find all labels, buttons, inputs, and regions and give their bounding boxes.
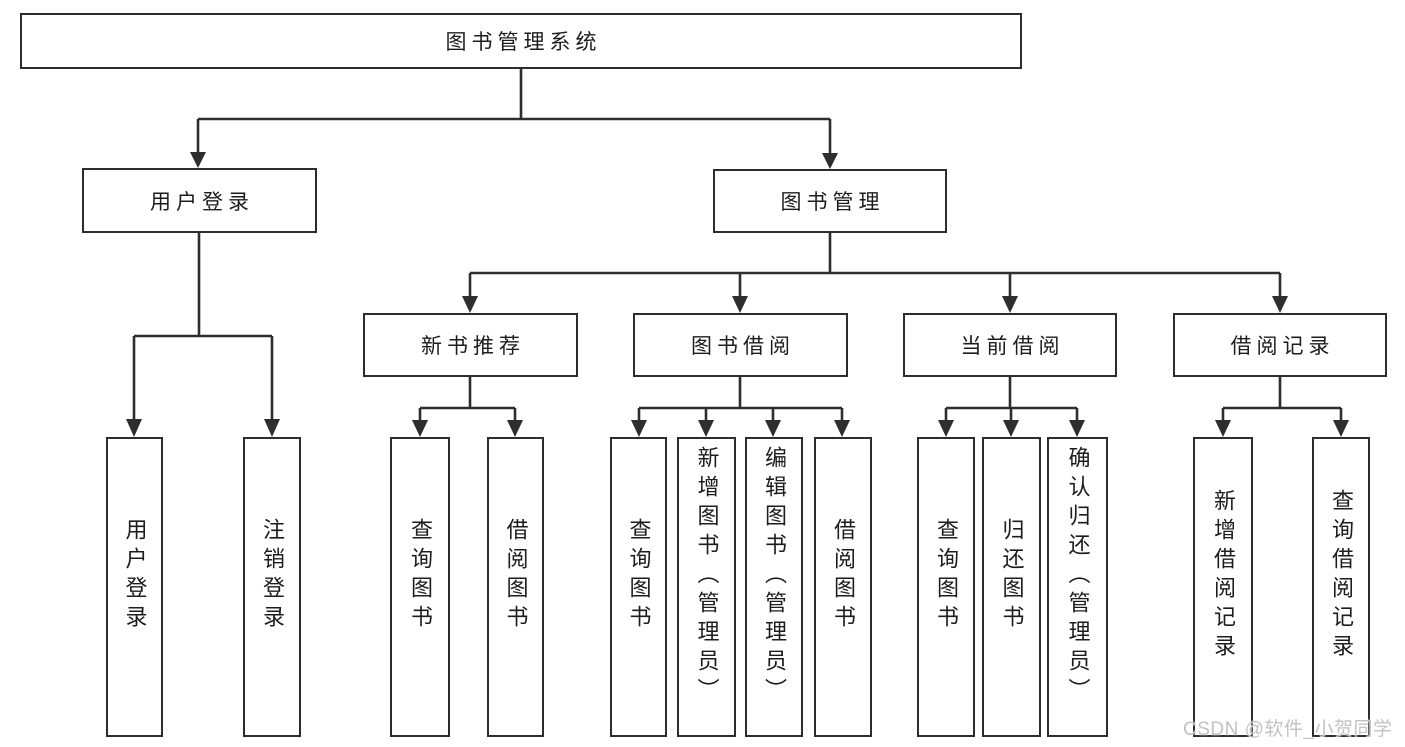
leaf-cur-query-book-label: 查询图书: [934, 518, 959, 634]
leaf-rec-borrow-book: 借阅图书: [487, 437, 544, 737]
leaf-cur-return-book: 归还图书: [982, 437, 1041, 737]
node-new-book-rec: 新书推荐: [363, 313, 578, 377]
leaf-rcd-add-record: 新增借阅记录: [1193, 437, 1253, 737]
leaf-bor-edit-book-label: 编辑图书（管理员）: [762, 445, 787, 707]
node-book-mgmt-label: 图书管理: [780, 191, 885, 214]
leaf-cur-return-book-label: 归还图书: [999, 518, 1025, 634]
leaf-cur-confirm-return-label: 确认归还（管理员）: [1065, 445, 1091, 707]
leaf-bor-edit-book: 编辑图书（管理员）: [745, 437, 803, 737]
node-book-borrow-label: 图书借阅: [691, 335, 795, 358]
leaf-rec-borrow-book-label: 借阅图书: [503, 518, 529, 634]
node-current-borrow: 当前借阅: [903, 313, 1117, 377]
node-new-book-rec-label: 新书推荐: [421, 335, 525, 358]
node-book-borrow: 图书借阅: [633, 313, 848, 377]
leaf-rcd-query-record: 查询借阅记录: [1312, 437, 1370, 737]
leaf-rcd-query-record-label: 查询借阅记录: [1329, 489, 1354, 663]
leaf-rec-query-book: 查询图书: [390, 437, 450, 737]
leaf-bor-query-book: 查询图书: [610, 437, 667, 737]
node-root-label: 图书管理系统: [445, 31, 602, 54]
leaf-user-login-label: 用户登录: [122, 518, 148, 634]
node-borrow-record: 借阅记录: [1173, 313, 1387, 377]
node-user-login-label: 用户登录: [150, 190, 254, 214]
leaf-bor-query-book-label: 查询图书: [626, 518, 652, 634]
leaf-logout-label: 注销登录: [260, 518, 285, 634]
leaf-bor-add-book: 新增图书（管理员）: [677, 437, 736, 737]
node-borrow-record-label: 借阅记录: [1230, 335, 1335, 358]
leaf-bor-borrow-book-label: 借阅图书: [831, 518, 856, 634]
leaf-user-login: 用户登录: [106, 437, 163, 737]
csdn-watermark: CSDN @软件_小贺同学: [1183, 719, 1393, 740]
leaf-cur-query-book: 查询图书: [917, 437, 975, 737]
node-root: 图书管理系统: [20, 13, 1022, 69]
leaf-rec-query-book-label: 查询图书: [408, 518, 433, 634]
leaf-rcd-add-record-label: 新增借阅记录: [1211, 489, 1236, 663]
leaf-bor-borrow-book: 借阅图书: [814, 437, 872, 737]
leaf-bor-add-book-label: 新增图书（管理员）: [694, 445, 720, 707]
node-user-login: 用户登录: [82, 168, 317, 233]
node-current-borrow-label: 当前借阅: [960, 335, 1065, 358]
leaf-cur-confirm-return: 确认归还（管理员）: [1047, 437, 1108, 737]
leaf-logout: 注销登录: [243, 437, 301, 737]
node-book-mgmt: 图书管理: [713, 169, 947, 233]
